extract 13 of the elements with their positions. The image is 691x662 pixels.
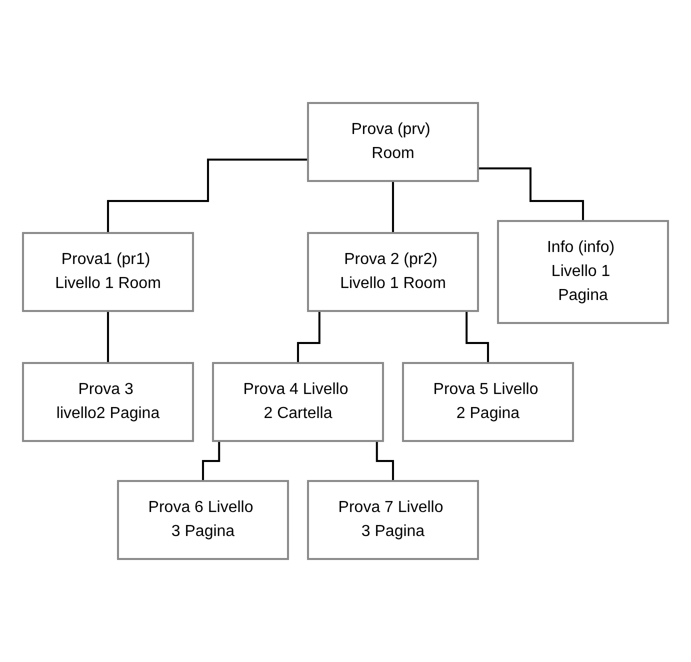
connector — [478, 167, 584, 222]
connector — [107, 158, 308, 234]
node-box: Prova (prv) Room — [307, 102, 479, 182]
node-box: Prova 5 Livello 2 Pagina — [402, 362, 574, 442]
node-box: Prova 4 Livello 2 Cartella — [212, 362, 384, 442]
node-box: Prova1 (pr1) Livello 1 Room — [22, 232, 194, 312]
connector — [392, 180, 394, 234]
node-box: Prova 3 livello2 Pagina — [22, 362, 194, 442]
connector — [107, 310, 109, 364]
node-box: Prova 2 (pr2) Livello 1 Room — [307, 232, 479, 312]
node-box: Prova 6 Livello 3 Pagina — [117, 480, 289, 560]
node-box: Prova 7 Livello 3 Pagina — [307, 480, 479, 560]
node-box: Info (info) Livello 1 Pagina — [497, 220, 669, 324]
